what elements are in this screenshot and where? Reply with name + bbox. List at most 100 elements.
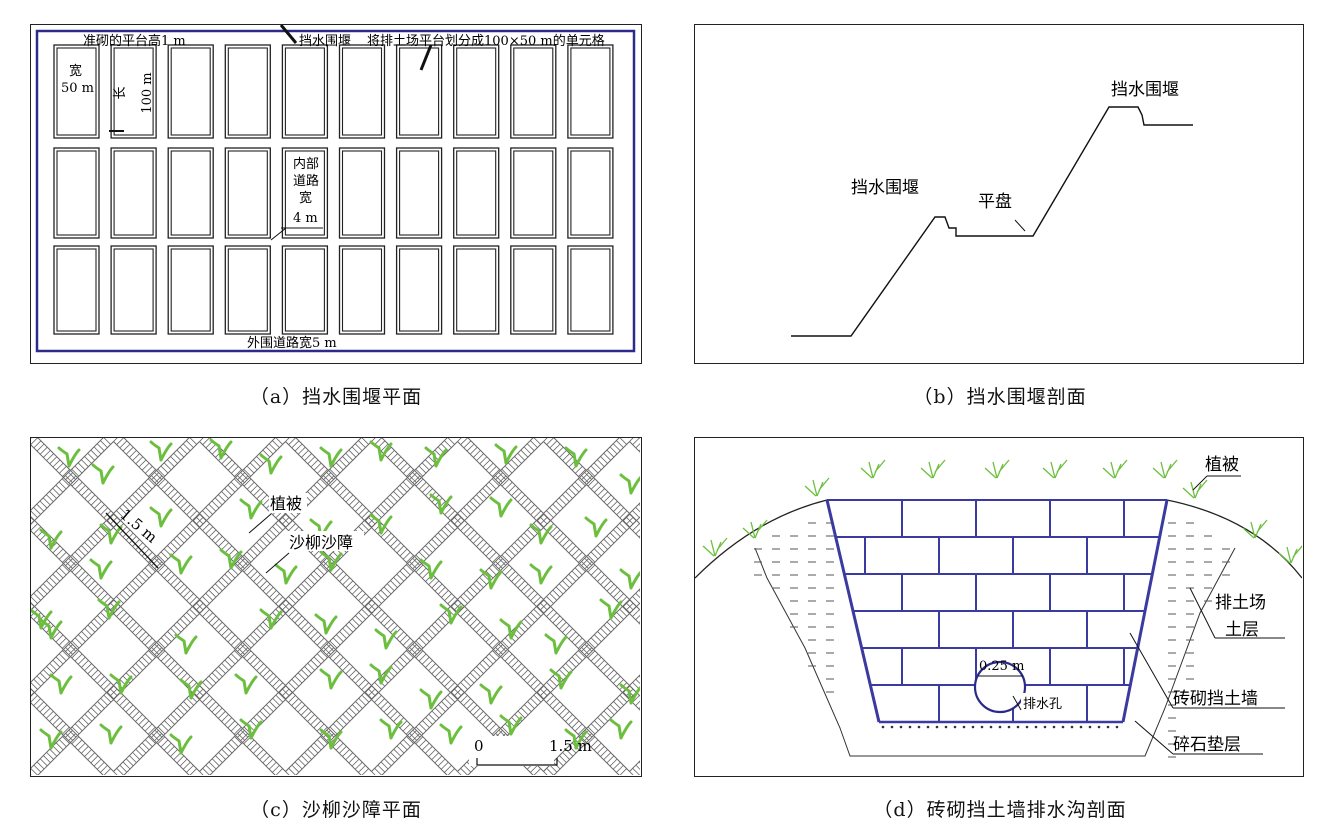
barrier-hatch: [87, 666, 96, 675]
barrier-hatch: [294, 675, 303, 684]
barrier-hatch: [278, 691, 287, 700]
barrier-hatch: [256, 542, 264, 550]
barrier-hatch: [332, 465, 341, 474]
plant-mark: [259, 608, 283, 630]
barrier-hatch: [224, 573, 233, 582]
barrier-hatch: [358, 440, 366, 448]
barrier-hatch: [31, 516, 35, 522]
barrier-hatch: [205, 678, 214, 687]
barrier-hatch: [33, 592, 42, 601]
barrier-hatch: [319, 478, 328, 487]
barrier-hatch: [355, 701, 363, 709]
barrier-hatch: [186, 526, 194, 534]
barrier-edge: [31, 702, 104, 775]
barrier-hatch: [246, 551, 255, 560]
barrier-hatch: [348, 621, 357, 630]
barrier-hatch: [367, 602, 376, 611]
barrier-hatch: [116, 609, 124, 617]
barrier-hatch: [147, 726, 156, 735]
barrier-hatch: [504, 653, 513, 662]
barrier-hatch: [348, 497, 357, 506]
barrier-hatch: [167, 631, 175, 639]
barrier-hatch: [609, 758, 618, 767]
barrier-hatch: [415, 650, 424, 659]
plant-mark: [544, 633, 568, 655]
barrier-hatch: [291, 678, 300, 687]
barrier-hatch: [90, 497, 99, 506]
barrier-hatch: [58, 551, 67, 560]
barrier-hatch: [517, 538, 526, 547]
barrier-hatch: [361, 522, 370, 531]
barrier-hatch: [559, 669, 567, 677]
barrier-hatch: [272, 697, 281, 706]
barrier-hatch: [119, 698, 127, 706]
barrier-hatch: [441, 676, 449, 684]
barrier-hatch: [447, 438, 455, 445]
barrier-hatch: [352, 704, 360, 712]
barrier-hatch: [125, 446, 134, 455]
barrier-hatch: [71, 650, 80, 659]
barrier-hatch: [527, 590, 535, 598]
barrier-hatch: [374, 596, 382, 604]
cell-outer: [510, 147, 557, 239]
barrier-hatch: [253, 660, 261, 668]
barrier-hatch: [533, 768, 541, 775]
barrier-hatch: [221, 662, 230, 671]
barrier-hatch: [221, 491, 229, 499]
barrier-hatch: [316, 637, 325, 646]
barrier-hatch: [202, 523, 210, 531]
barrier-edge: [31, 438, 104, 511]
barrier-hatch: [520, 583, 529, 592]
barrier-hatch: [189, 768, 197, 775]
cell-inner: [513, 47, 554, 136]
barrier-hatch: [100, 507, 109, 516]
barrier-hatch: [523, 672, 532, 681]
barrier-hatch: [377, 592, 386, 601]
barrier-hatch: [574, 653, 583, 662]
barrier-hatch: [600, 663, 608, 671]
barrier-hatch: [138, 717, 147, 726]
barrier-hatch: [288, 523, 296, 531]
barrier-hatch: [49, 662, 58, 671]
barrier-hatch: [116, 438, 124, 446]
barrier-hatch: [164, 634, 172, 642]
barrier-hatch: [609, 672, 618, 681]
barrier-hatch: [231, 739, 239, 747]
barrier-hatch: [485, 634, 494, 643]
barrier-hatch: [316, 481, 325, 490]
panel-a-svg: 准砌的平台高1 m 挡水围堰 将排土场平台划分成100×50 m的单元格 宽 5…: [35, 24, 636, 353]
barrier-hatch: [253, 574, 261, 582]
barrier-hatch: [329, 650, 338, 659]
barrier-hatch: [218, 539, 226, 547]
barrier-hatch: [294, 443, 303, 452]
barrier-hatch: [565, 714, 573, 722]
barrier-hatch: [415, 640, 424, 649]
barrier-hatch: [313, 570, 322, 579]
plant-mark: [39, 728, 63, 750]
barrier-hatch: [402, 637, 411, 646]
barrier-hatch: [259, 666, 268, 675]
barrier-hatch: [87, 538, 96, 547]
barrier-hatch: [316, 653, 325, 662]
barrier-hatch: [565, 628, 573, 636]
barrier-hatch: [377, 698, 385, 706]
barrier-hatch: [504, 465, 513, 474]
barrier-hatch: [629, 771, 634, 775]
barrier-hatch: [421, 548, 430, 557]
barrier-hatch: [409, 644, 417, 652]
barrier-hatch: [103, 596, 112, 605]
barrier-hatch: [317, 739, 325, 747]
barrier-hatch: [380, 529, 389, 538]
barrier-hatch: [361, 596, 370, 605]
barrier-hatch: [396, 659, 405, 668]
barrier-hatch: [616, 612, 624, 620]
barrier-hatch: [65, 647, 73, 655]
barrier-hatch: [473, 669, 481, 677]
barrier-hatch: [396, 573, 405, 582]
barrier-hatch: [584, 561, 593, 570]
barrier-hatch: [266, 704, 274, 712]
barrier-hatch: [412, 472, 420, 480]
barrier-hatch: [399, 548, 408, 557]
barrier-hatch: [167, 488, 175, 496]
barrier-hatch: [183, 504, 191, 512]
